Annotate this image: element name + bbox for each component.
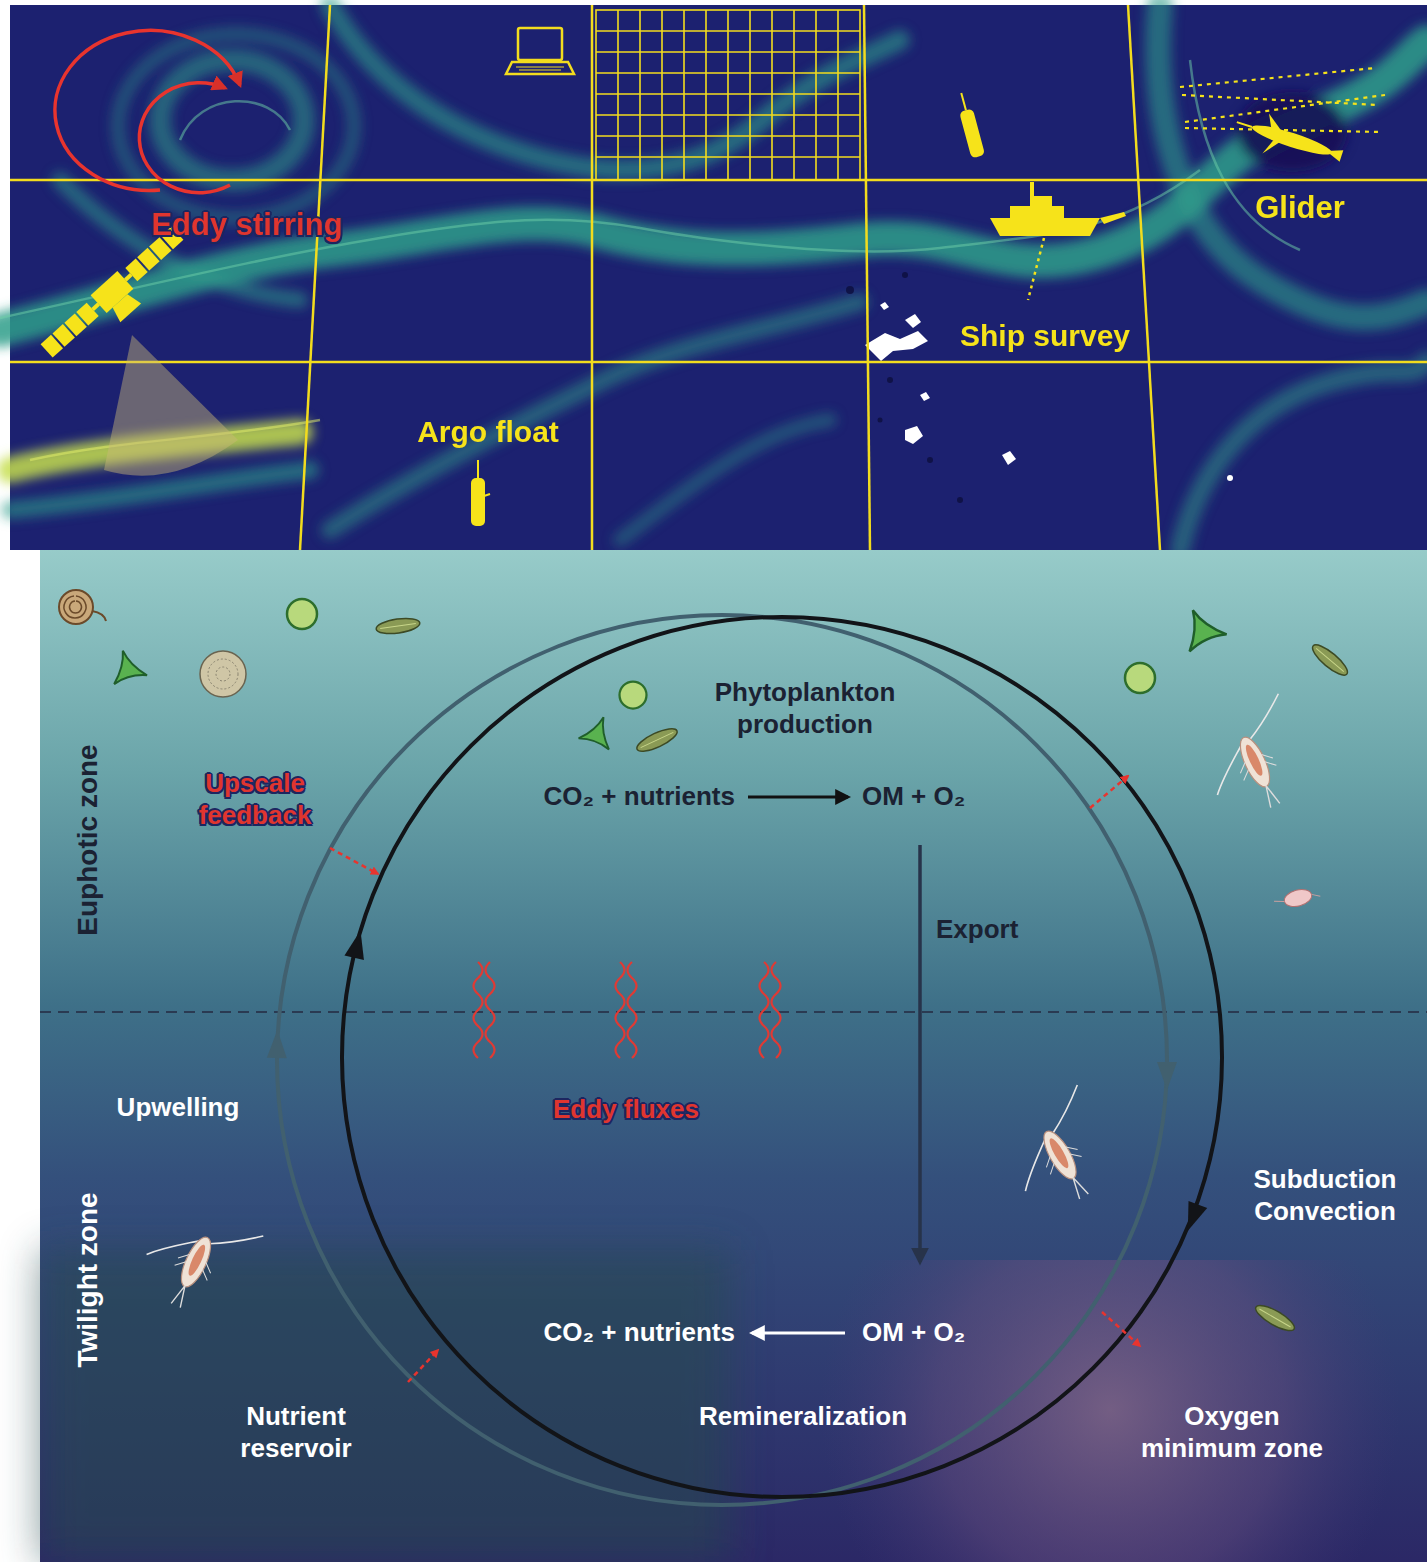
process-label: Phytoplankton production bbox=[690, 677, 920, 740]
feedback-arrows bbox=[330, 776, 1140, 1382]
equation-term: OM + O₂ bbox=[862, 1317, 965, 1349]
plankton bbox=[59, 590, 1351, 1335]
process-label: Upscale feedback bbox=[185, 768, 325, 831]
cycle-loops bbox=[267, 615, 1222, 1505]
platform-label: Glider bbox=[1255, 189, 1345, 227]
platform-label: Argo float bbox=[417, 414, 559, 451]
equation-term: CO₂ + nutrients bbox=[544, 781, 735, 813]
equation-term: CO₂ + nutrients bbox=[544, 1317, 735, 1349]
glider-icon bbox=[1180, 68, 1385, 177]
process-label: Upwelling bbox=[117, 1092, 240, 1124]
eddy-flux-wiggles bbox=[474, 962, 781, 1058]
process-label: Remineralization bbox=[699, 1401, 907, 1433]
process-label: Eddy stirring bbox=[151, 206, 342, 244]
ship-icon bbox=[990, 182, 1126, 300]
region-label: Oxygen minimum zone bbox=[1130, 1401, 1335, 1464]
equation-term: OM + O₂ bbox=[862, 781, 965, 813]
satellite-icon bbox=[39, 224, 238, 476]
argo-float-icon bbox=[955, 91, 986, 158]
process-arrows bbox=[748, 797, 920, 1333]
process-label: Eddy fluxes bbox=[553, 1094, 699, 1126]
fine-grid bbox=[596, 10, 860, 180]
process-label: Export bbox=[936, 914, 1018, 946]
islands bbox=[865, 302, 1233, 481]
zone-label: Euphotic zone bbox=[71, 744, 105, 935]
water-column bbox=[40, 550, 1427, 1562]
laptop-icon bbox=[506, 28, 574, 74]
argo-float-icon bbox=[471, 460, 490, 526]
model-grid bbox=[10, 5, 1427, 550]
region-label: Nutrient reservoir bbox=[221, 1401, 371, 1464]
platform-label: Ship survey bbox=[960, 318, 1130, 355]
satellite-surface bbox=[0, 5, 1427, 550]
eddy-arrows bbox=[55, 30, 240, 192]
zone-label: Twilight zone bbox=[71, 1192, 105, 1367]
process-label: Subduction Convection bbox=[1235, 1164, 1415, 1227]
